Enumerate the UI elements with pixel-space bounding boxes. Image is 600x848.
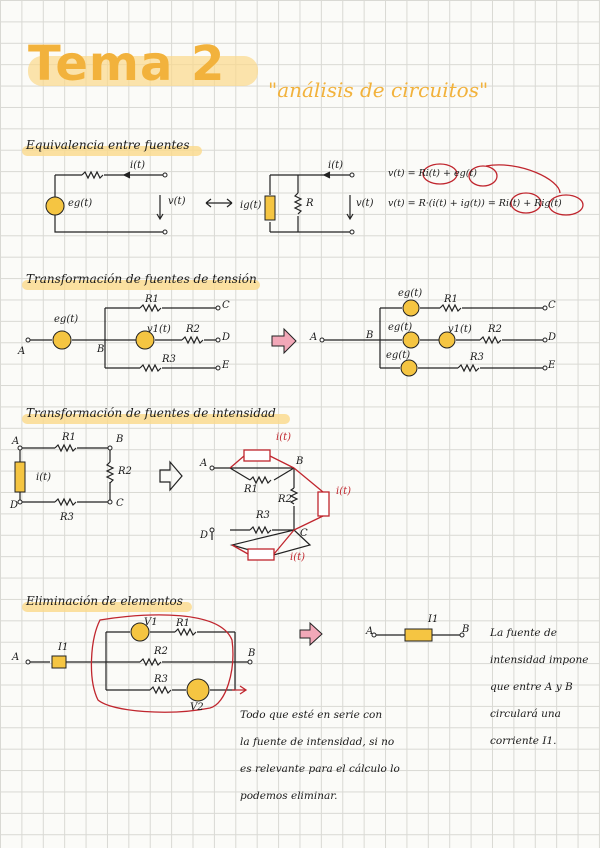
label-current-red: i(t) (276, 432, 292, 443)
label-resistor: R1 (62, 432, 76, 443)
note-line: circulará una (490, 708, 561, 720)
node-label: C (548, 300, 556, 311)
label-resistor: R1 (176, 618, 190, 629)
label-resistor: R3 (60, 512, 74, 523)
label-current-source: I1 (58, 642, 69, 653)
node-label: B (366, 330, 374, 341)
note-line: que entre A y B (490, 681, 573, 693)
label-current-red: i(t) (290, 552, 306, 563)
node-label: B (97, 344, 105, 355)
label-resistor: R1 (444, 294, 458, 305)
label-source-voltage: eg(t) (388, 322, 413, 333)
node-label: B (116, 434, 124, 445)
label-source-current: ig(t) (240, 200, 262, 211)
label-source-voltage: V2 (190, 702, 204, 713)
section-fuentes-tension: Transformación de fuentes de tensión (26, 272, 257, 286)
node-label: B (248, 648, 256, 659)
section-highlight (22, 280, 260, 290)
note-line: Todo que esté en serie con (240, 709, 383, 721)
label-resistor: R3 (154, 674, 168, 685)
note-left: Todo que esté en serie con la fuente de … (240, 702, 400, 810)
equation-1: v(t) = Ri(t) + eg(t) (388, 168, 477, 179)
note-right: La fuente de intensidad impone que entre… (490, 620, 588, 755)
label-current: i(t) (328, 160, 344, 171)
node-label: D (200, 530, 209, 541)
section-equivalencia: Equivalencia entre fuentes (26, 138, 190, 152)
section-fuentes-intensidad: Transformación de fuentes de intensidad (26, 406, 276, 420)
label-source-voltage: eg(t) (54, 314, 79, 325)
equation-2: v(t) = R·(i(t) + ig(t)) = Ri(t) + Rig(t) (388, 198, 562, 209)
node-label: E (222, 360, 230, 371)
node-label: B (296, 456, 304, 467)
label-source-voltage: v1(t) (448, 324, 472, 335)
node-label: C (222, 300, 230, 311)
node-label: A (200, 458, 208, 469)
label-source-voltage: eg(t) (68, 198, 93, 209)
label-resistor: R (306, 198, 314, 209)
section-highlight (22, 414, 290, 424)
note-line: es relevante para el cálculo lo (240, 763, 400, 775)
section-eliminacion: Eliminación de elementos (26, 594, 183, 608)
label-resistor: R3 (162, 354, 176, 365)
label-resistor: R2 (118, 466, 132, 477)
label-resistor: R1 (244, 484, 258, 495)
label-source-voltage: eg(t) (386, 350, 411, 361)
section-highlight (22, 602, 192, 612)
label-source-voltage: eg(t) (398, 288, 423, 299)
note-line: la fuente de intensidad, si no (240, 736, 395, 748)
label-resistor: R3 (256, 510, 270, 521)
node-label: E (548, 360, 556, 371)
label-resistor: R2 (278, 494, 292, 505)
title-highlight (28, 56, 258, 86)
note-line: La fuente de (490, 627, 557, 639)
node-label: C (300, 528, 308, 539)
label-current-source: I1 (428, 614, 439, 625)
node-label: D (222, 332, 231, 343)
note-line: corriente I1. (490, 735, 557, 747)
label-current-red: i(t) (336, 486, 352, 497)
node-label: C (116, 498, 124, 509)
node-label: A (366, 626, 374, 637)
node-label: B (462, 624, 470, 635)
label-resistor: R3 (470, 352, 484, 363)
label-voltage: v(t) (356, 198, 374, 209)
label-resistor: R2 (488, 324, 502, 335)
node-label: D (548, 332, 557, 343)
label-source-voltage: V1 (144, 617, 158, 628)
label-current: i(t) (36, 472, 52, 483)
node-label: D (10, 500, 19, 511)
node-label: A (310, 332, 318, 343)
label-resistor: R2 (154, 646, 168, 657)
node-label: A (12, 436, 20, 447)
label-source-voltage: v1(t) (147, 324, 171, 335)
section-highlight (22, 146, 202, 156)
note-line: podemos eliminar. (240, 790, 338, 802)
label-current: i(t) (130, 160, 146, 171)
note-line: intensidad impone (490, 654, 589, 666)
page-title: Tema 2 (28, 36, 226, 92)
label-resistor: R1 (145, 294, 159, 305)
node-label: A (12, 652, 20, 663)
label-voltage: v(t) (168, 196, 186, 207)
node-label: A (18, 346, 26, 357)
label-resistor: R2 (186, 324, 200, 335)
page-subtitle: "análisis de circuitos" (268, 78, 489, 102)
